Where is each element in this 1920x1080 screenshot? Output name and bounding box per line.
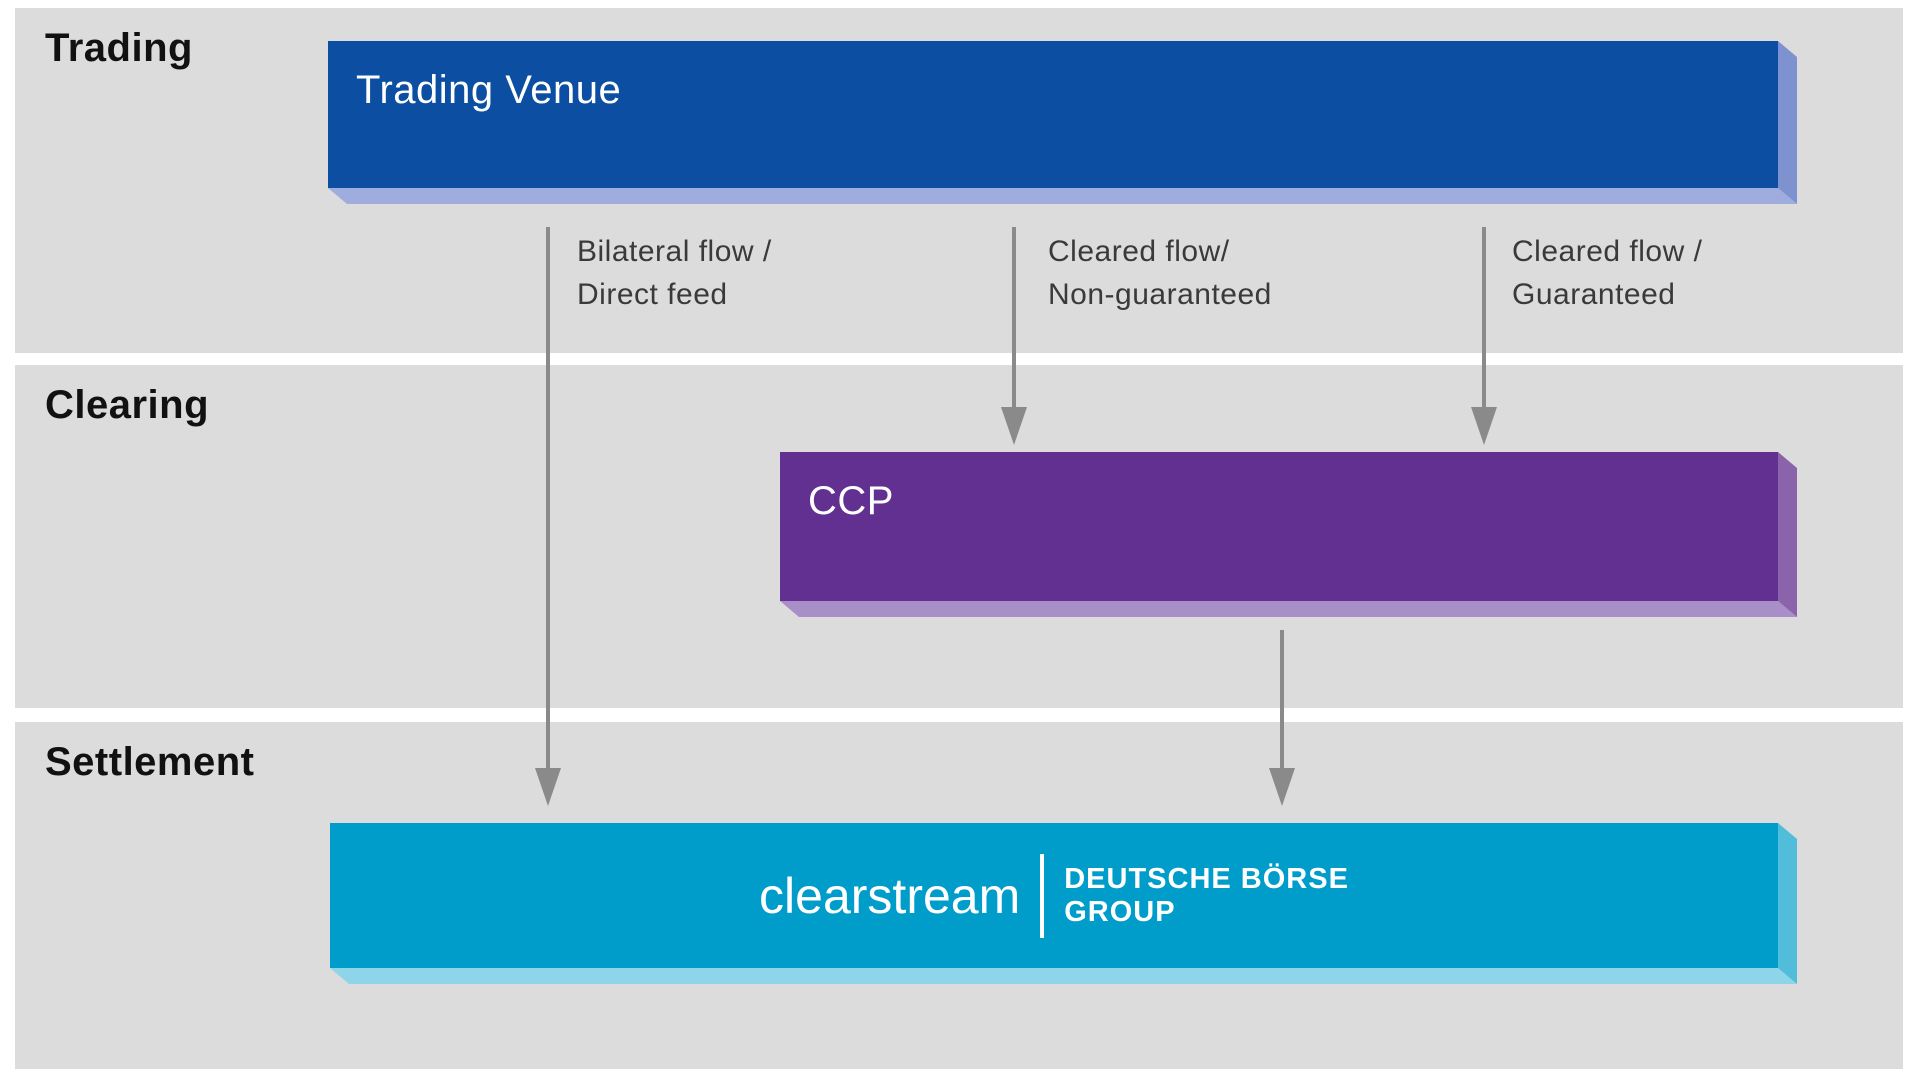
clearing-band-label: Clearing [45,383,210,427]
trading-venue-box: Trading Venue [328,41,1778,188]
flow-label-line2: Direct feed [577,278,728,311]
flow-label-line1: Cleared flow / [1512,235,1703,268]
flow-label-line1: Cleared flow/ [1048,235,1230,268]
arrow-line [1012,227,1016,409]
clearstream-box: clearstream DEUTSCHE BÖRSE GROUP [330,823,1778,968]
trading-band-label: Trading [45,26,193,70]
group-name-line2: GROUP [1064,895,1176,928]
arrow-line [1280,630,1284,770]
group-name-line1: DEUTSCHE BÖRSE [1064,862,1349,895]
ccp-box: CCP [780,452,1778,601]
arrow-ccp-to-settlement [1269,630,1295,806]
flow-label-guaranteed: Cleared flow / Guaranteed [1512,230,1702,316]
bevel-shadow-right [1778,823,1797,984]
deutsche-boerse-group-label: DEUTSCHE BÖRSE GROUP [1064,863,1349,929]
flow-label-line1: Bilateral flow / [577,235,772,268]
flow-label-line2: Non-guaranteed [1048,278,1272,311]
arrow-down-head-icon [535,768,561,806]
arrow-bilateral-flow [535,227,561,806]
arrow-down-head-icon [1001,407,1027,445]
bevel-shadow-right [1778,41,1797,204]
bevel-shadow-bottom [780,601,1797,617]
arrow-down-head-icon [1471,407,1497,445]
clearstream-logo: clearstream DEUTSCHE BÖRSE GROUP [330,823,1778,968]
arrow-line [1482,227,1486,409]
settlement-band-label: Settlement [45,740,255,784]
flow-label-line2: Guaranteed [1512,278,1676,311]
arrow-down-head-icon [1269,768,1295,806]
arrow-line [546,227,550,770]
bevel-shadow-bottom [328,188,1797,204]
logo-divider [1040,853,1045,938]
bevel-shadow-bottom [330,968,1797,984]
flow-label-bilateral: Bilateral flow / Direct feed [577,230,772,316]
arrow-cleared-flow-non-guaranteed [1001,227,1027,445]
flow-label-non-guaranteed: Cleared flow/ Non-guaranteed [1048,230,1272,316]
clearstream-wordmark: clearstream [759,867,1021,924]
bevel-shadow-right [1778,452,1797,617]
arrow-cleared-flow-guaranteed [1471,227,1497,445]
ccp-label: CCP [808,479,894,523]
trading-venue-label: Trading Venue [356,68,622,112]
